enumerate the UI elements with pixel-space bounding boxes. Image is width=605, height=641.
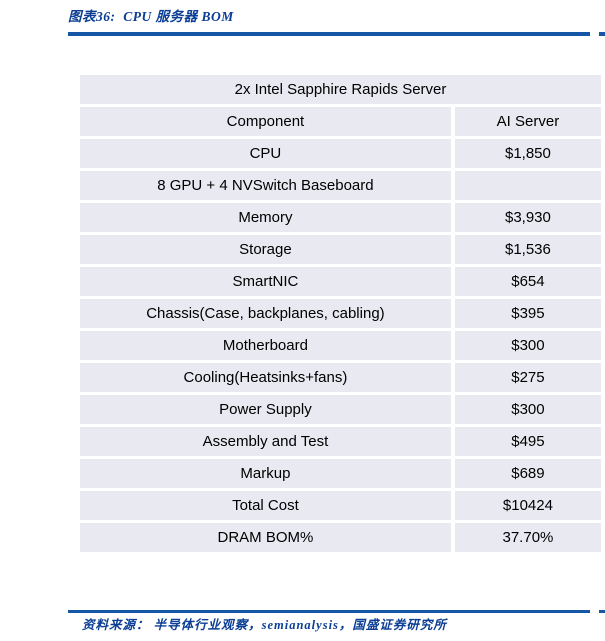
component-cell: Total Cost [80, 491, 451, 520]
component-cell: 8 GPU + 4 NVSwitch Baseboard [80, 171, 451, 200]
value-cell: $1,536 [454, 235, 601, 264]
component-cell: CPU [80, 139, 451, 168]
value-cell: $10424 [454, 491, 601, 520]
component-cell: Assembly and Test [80, 427, 451, 456]
value-cell: $3,930 [454, 203, 601, 232]
component-cell: Motherboard [80, 331, 451, 360]
figure-label: 图表36: [68, 9, 116, 24]
value-cell: $689 [454, 459, 601, 488]
value-cell: $395 [454, 299, 601, 328]
source-attribution: 资料来源： 半导体行业观察，semianalysis，国盛证券研究所 [82, 618, 447, 632]
component-cell: Chassis(Case, backplanes, cabling) [80, 299, 451, 328]
figure-title-text: CPU 服务器 BOM [123, 9, 234, 24]
table-row: Memory $3,930 [80, 203, 601, 232]
value-cell: $300 [454, 331, 601, 360]
table-row: Power Supply $300 [80, 395, 601, 424]
component-cell: Cooling(Heatsinks+fans) [80, 363, 451, 392]
bom-table: 2x Intel Sapphire Rapids Server Componen… [76, 72, 605, 555]
component-header-cell: Component [80, 107, 451, 136]
header-rule [68, 32, 590, 36]
table-row: Cooling(Heatsinks+fans) $275 [80, 363, 601, 392]
table-title-row: 2x Intel Sapphire Rapids Server [80, 75, 601, 104]
value-cell: 37.70% [454, 523, 601, 552]
value-cell: $300 [454, 395, 601, 424]
value-cell: $654 [454, 267, 601, 296]
component-cell: Storage [80, 235, 451, 264]
table-row: Chassis(Case, backplanes, cabling) $395 [80, 299, 601, 328]
server-title-cell: 2x Intel Sapphire Rapids Server [80, 75, 601, 104]
value-cell: $1,850 [454, 139, 601, 168]
table-row: Assembly and Test $495 [80, 427, 601, 456]
value-cell: $495 [454, 427, 601, 456]
table-row: DRAM BOM% 37.70% [80, 523, 601, 552]
column-header-row: Component AI Server [80, 107, 601, 136]
header-rule-tick [599, 32, 605, 36]
table-row: Motherboard $300 [80, 331, 601, 360]
table-row: 8 GPU + 4 NVSwitch Baseboard [80, 171, 601, 200]
table-row: Markup $689 [80, 459, 601, 488]
value-cell: $275 [454, 363, 601, 392]
component-cell: Power Supply [80, 395, 451, 424]
component-cell: DRAM BOM% [80, 523, 451, 552]
table-row: Total Cost $10424 [80, 491, 601, 520]
figure-title: 图表36: CPU 服务器 BOM [68, 6, 234, 28]
table-row: Storage $1,536 [80, 235, 601, 264]
table-row: CPU $1,850 [80, 139, 601, 168]
component-cell: Memory [80, 203, 451, 232]
component-cell: Markup [80, 459, 451, 488]
footer-rule-tick [599, 610, 605, 613]
table-row: SmartNIC $654 [80, 267, 601, 296]
footer-rule [68, 610, 590, 613]
value-cell [454, 171, 601, 200]
value-header-cell: AI Server [454, 107, 601, 136]
component-cell: SmartNIC [80, 267, 451, 296]
